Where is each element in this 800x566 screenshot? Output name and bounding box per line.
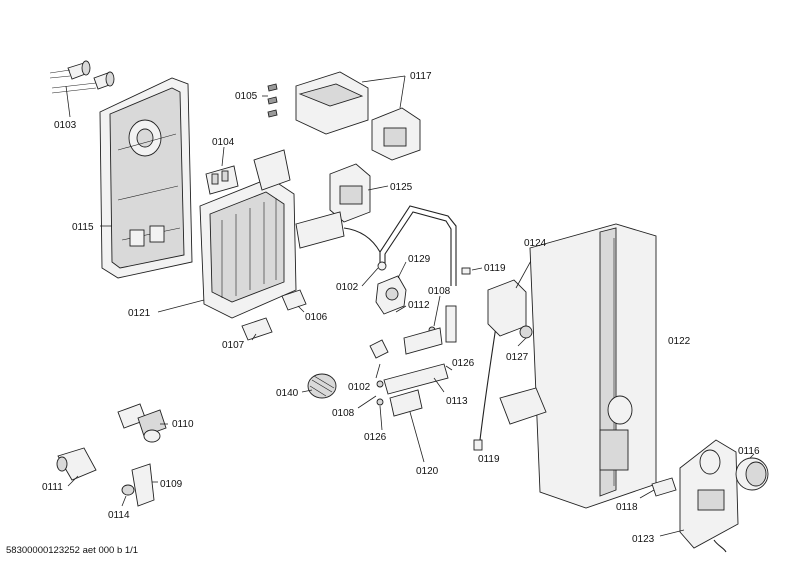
label-0140: 0140 xyxy=(276,388,299,399)
label-0103: 0103 xyxy=(54,120,77,131)
part-0121-heater xyxy=(157,149,297,319)
part-0103-caps xyxy=(49,60,115,118)
part-0115-back-plate xyxy=(99,77,193,279)
label-0126b: 0126 xyxy=(364,432,387,443)
label-0110: 0110 xyxy=(172,419,194,430)
part-0125-board xyxy=(295,163,389,253)
part-0117-relay xyxy=(295,71,421,161)
label-0119a: 0119 xyxy=(484,263,506,274)
label-0108b: 0108 xyxy=(332,408,355,419)
part-0129-tube xyxy=(361,205,457,287)
label-0124: 0124 xyxy=(524,238,547,249)
part-0109-fitting xyxy=(131,463,158,507)
label-0109: 0109 xyxy=(160,479,183,490)
part-0104-terminal xyxy=(205,146,239,195)
part-0107-fitting xyxy=(241,317,273,341)
document-footer: 58300000123252 aet 000 b 1/1 xyxy=(6,545,138,556)
label-0106: 0106 xyxy=(305,312,328,323)
part-0110-valve xyxy=(117,403,168,443)
label-0102a: 0102 xyxy=(336,282,359,293)
label-0118: 0118 xyxy=(616,502,638,513)
part-0122-cover xyxy=(499,223,657,509)
label-0129: 0129 xyxy=(408,254,431,265)
label-0108a: 0108 xyxy=(428,286,451,297)
label-0123: 0123 xyxy=(632,534,655,545)
label-0117: 0117 xyxy=(410,71,432,82)
part-0111-valve xyxy=(56,447,97,487)
part-0112-flow-sensor xyxy=(375,261,407,315)
label-0111: 0111 xyxy=(42,482,63,493)
part-0105-screws xyxy=(262,83,278,118)
part-0124-bracket xyxy=(487,247,539,347)
part-0113-pipe xyxy=(357,327,453,463)
label-0113: 0113 xyxy=(446,396,468,407)
label-0112: 0112 xyxy=(408,300,430,311)
label-0107: 0107 xyxy=(222,340,245,351)
part-0116-knob xyxy=(735,453,769,491)
label-0102b: 0102 xyxy=(348,382,371,393)
label-0127: 0127 xyxy=(506,352,529,363)
label-0119b: 0119 xyxy=(478,454,500,465)
part-0123-front-panel xyxy=(659,439,739,553)
part-0118-shaft xyxy=(639,477,677,499)
label-0126a: 0126 xyxy=(452,358,475,369)
part-0140-filter xyxy=(301,373,337,399)
label-0125: 0125 xyxy=(390,182,413,193)
label-0120: 0120 xyxy=(416,466,439,477)
part-0106-fitting xyxy=(281,289,307,313)
part-0114-ring xyxy=(121,484,135,507)
label-0115: 0115 xyxy=(72,222,94,233)
label-0122: 0122 xyxy=(668,336,691,347)
label-0121: 0121 xyxy=(128,308,151,319)
label-0104: 0104 xyxy=(212,137,235,148)
label-0105: 0105 xyxy=(235,91,258,102)
label-0114: 0114 xyxy=(108,510,130,521)
label-0116: 0116 xyxy=(738,446,760,457)
